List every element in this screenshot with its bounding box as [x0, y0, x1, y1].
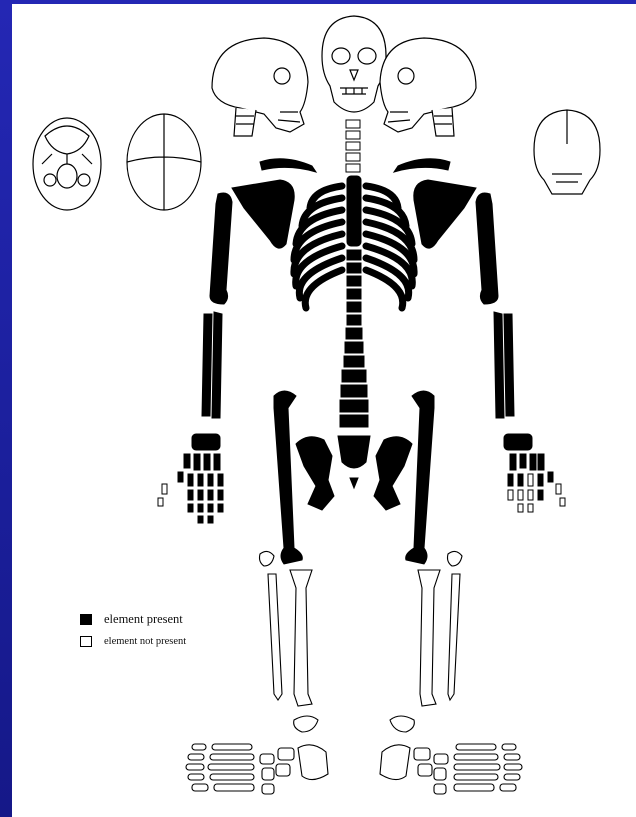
right-hand-bones — [504, 434, 565, 512]
right-femur — [406, 391, 434, 564]
right-clavicle — [394, 159, 450, 172]
sacrum — [338, 436, 370, 468]
skull-left-lateral-view — [212, 38, 308, 136]
legend: element present element not present — [80, 608, 186, 652]
cervical-vertebrae — [346, 120, 360, 172]
legend-absent-label: element not present — [104, 636, 186, 647]
right-scapula — [414, 180, 476, 248]
left-radius — [202, 314, 212, 416]
absent-lower-limb-elements — [186, 551, 522, 794]
right-patella — [448, 551, 463, 566]
left-foot-bones — [186, 716, 328, 794]
left-os-coxae — [296, 437, 334, 510]
skull-views — [33, 16, 600, 210]
right-ulna — [494, 312, 504, 418]
left-ulna — [212, 312, 222, 418]
skeleton-inventory-diagram: element present element not present — [12, 4, 636, 817]
skull-posterior-view — [534, 110, 600, 194]
coccyx — [350, 478, 358, 488]
right-os-coxae — [374, 437, 412, 510]
present-elements — [158, 120, 565, 564]
legend-item-present: element present — [80, 608, 186, 630]
right-humerus — [476, 193, 498, 304]
left-scapula — [232, 180, 294, 248]
right-fibula — [448, 574, 460, 700]
left-patella — [260, 551, 275, 566]
left-tibia — [290, 570, 312, 706]
legend-item-absent: element not present — [80, 630, 186, 652]
sternum — [347, 176, 361, 246]
present-swatch — [80, 614, 92, 625]
left-hand-bones — [158, 434, 223, 523]
left-clavicle — [260, 159, 316, 172]
right-radius — [504, 314, 514, 416]
skull-superior-view — [127, 114, 201, 210]
absent-swatch — [80, 636, 92, 647]
skull-inferior-view — [33, 118, 101, 210]
thoracic-lumbar-vertebrae — [340, 250, 368, 427]
skull-anterior-view — [322, 16, 386, 112]
left-fibula — [268, 574, 282, 700]
left-humerus — [210, 193, 232, 304]
right-tibia — [418, 570, 440, 706]
legend-present-label: element present — [104, 612, 183, 627]
left-femur — [274, 391, 302, 564]
skull-right-lateral-view — [380, 38, 476, 136]
skeleton-svg — [12, 4, 636, 817]
right-foot-bones — [380, 716, 522, 794]
